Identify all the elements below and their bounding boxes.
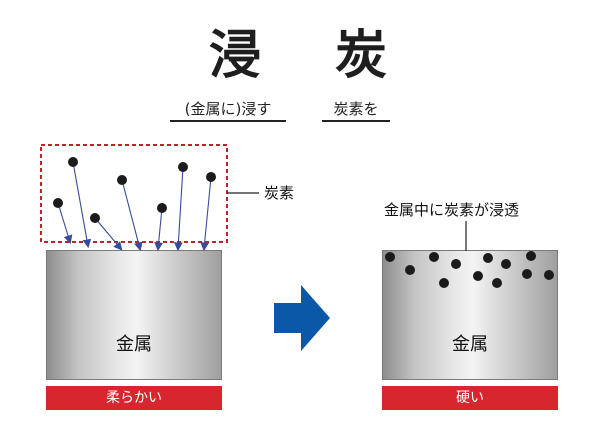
subtitle-left: (金属に)浸す: [170, 100, 286, 122]
carbon-particle: [439, 278, 449, 288]
carbon-pointer-arrows: [57, 161, 212, 252]
pointer-arrow: [154, 207, 164, 252]
carbon-particle: [157, 203, 167, 213]
carbon-particle: [429, 252, 439, 262]
carbon-particle: [90, 213, 100, 223]
carbon-particle: [206, 172, 216, 182]
carbon-particles-right: [385, 251, 554, 288]
pointer-arrow: [57, 202, 73, 245]
carbon-particle: [522, 269, 532, 279]
subtitle-right: 炭素を: [322, 100, 390, 122]
title-char-right: 炭: [334, 26, 387, 86]
pointer-arrow: [174, 166, 184, 252]
carbon-particle: [544, 270, 554, 280]
carbon-particle: [501, 259, 511, 269]
hardness-bar: 硬い: [382, 386, 558, 410]
carbon-callout-label: 炭素: [264, 184, 295, 202]
pointer-arrow: [72, 161, 92, 249]
carbon-particle: [492, 278, 502, 288]
carbon-particle: [68, 157, 78, 167]
carbon-particle: [385, 252, 395, 262]
metal-label-right: 金属: [452, 334, 488, 355]
carbon-particle: [117, 175, 127, 185]
carbon-particle: [178, 162, 188, 172]
carbon-particle: [473, 271, 483, 281]
pointer-arrow: [121, 179, 143, 252]
metal-block-left: [46, 250, 222, 380]
carbon-particle: [526, 251, 536, 261]
title-char-left: 浸: [208, 26, 261, 86]
penetration-callout-label: 金属中に炭素が浸透: [384, 201, 520, 219]
carbon-particle: [53, 198, 63, 208]
carbon-particle: [405, 265, 415, 275]
carbon-particles-left: [53, 157, 216, 223]
carbon-particle: [451, 259, 461, 269]
pointer-arrow: [94, 217, 123, 251]
metal-label-left: 金属: [116, 334, 152, 355]
softness-bar: 柔らかい: [46, 386, 222, 410]
carbon-particle: [483, 253, 493, 263]
process-arrow: [274, 285, 330, 351]
pointer-arrow: [200, 176, 212, 252]
